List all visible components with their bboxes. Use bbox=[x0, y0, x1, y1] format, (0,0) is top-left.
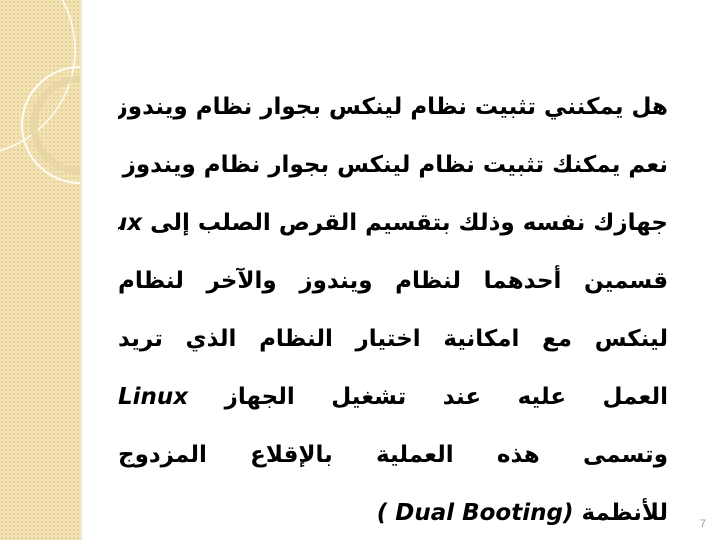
linux-term-2: Linux bbox=[118, 384, 189, 410]
decorative-side-strip bbox=[0, 0, 81, 540]
text-line-8: للأنظمة ( Dual Booting) bbox=[376, 500, 668, 526]
slide-body-text: هل يمكنني تثبيت نظام لينكس بجوار نظام وي… bbox=[118, 78, 668, 542]
text-line-6: العمل عليه عند تشغيل الجهاز Linux bbox=[118, 384, 668, 410]
dual-booting-term: ( Dual Booting) bbox=[376, 500, 574, 526]
slide-number: 7 bbox=[699, 518, 706, 530]
text-line-1: هل يمكنني تثبيت نظام لينكس بجوار نظام وي… bbox=[118, 94, 668, 120]
text-line-7: وتسمى هذه العملية بالإقلاع المزدوج bbox=[118, 442, 668, 468]
decorative-rings-icon bbox=[0, 0, 80, 184]
page-edge-divider bbox=[80, 0, 82, 540]
linux-term: Linux bbox=[118, 210, 143, 236]
text-line-3: جهازك نفسه وذلك بتقسيم القرص الصلب إلى L… bbox=[118, 194, 668, 252]
text-line-5: لينكس مع امكانية اختيار النظام الذي تريد bbox=[118, 326, 668, 352]
text-line-2: نعم يمكنك تثبيت نظام لينكس بجوار نظام وي… bbox=[118, 152, 668, 178]
text-line-4: قسمين أحدهما لنظام ويندوز والآخر لنظام bbox=[118, 268, 668, 294]
